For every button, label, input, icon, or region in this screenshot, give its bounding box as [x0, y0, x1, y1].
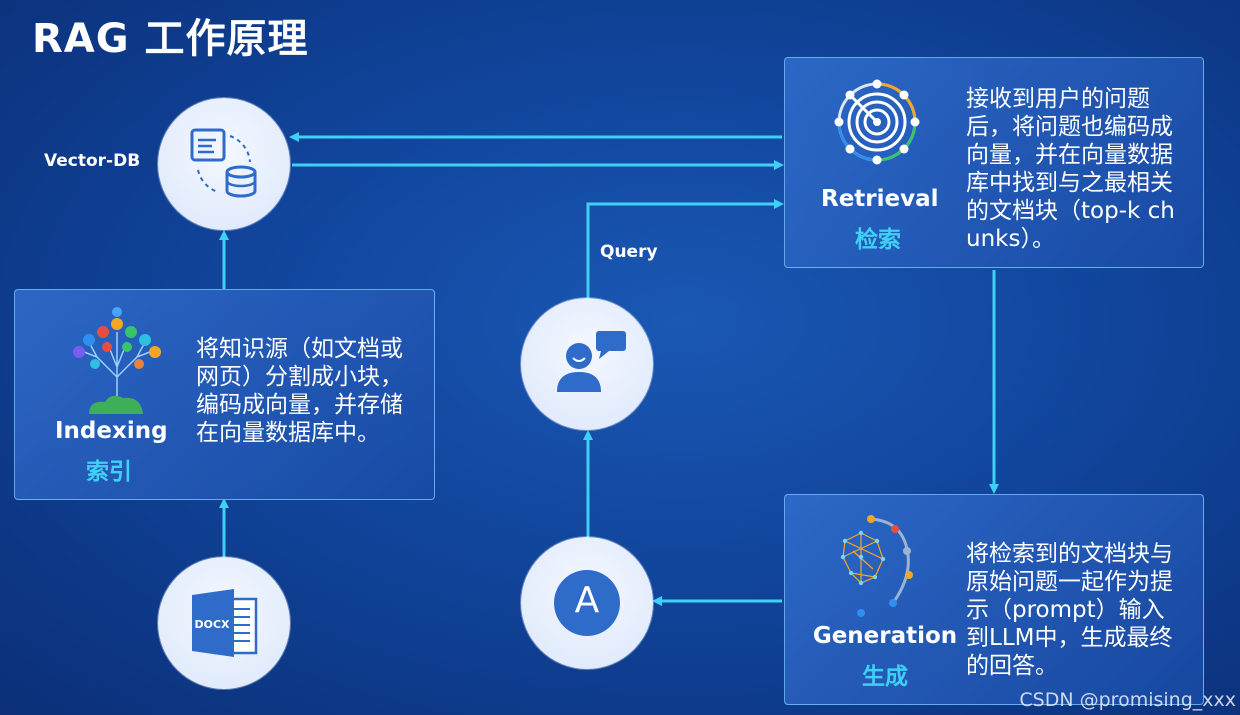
generation-title-zh: 生成 — [862, 664, 908, 690]
generation-panel: Generation 生成 将检索到的文档块与原始问题一起作为提示（prompt… — [784, 494, 1204, 705]
watermark: CSDN @promising_xxx — [1019, 689, 1236, 711]
vector-db-node — [158, 98, 290, 230]
indexing-description: 将知识源（如文档或网页）分割成小块，编码成向量，并存储在向量数据库中。 — [196, 336, 403, 446]
answer-icon — [554, 570, 620, 636]
arrow-query-to-retrieval — [586, 199, 784, 298]
page-title: RAG 工作原理 — [32, 16, 309, 62]
generation-description: 将检索到的文档块与原始问题一起作为提示（prompt）输入到LLM中，生成最终的… — [966, 541, 1173, 679]
docx-file-icon — [192, 589, 258, 657]
retrieval-title-zh: 检索 — [855, 227, 901, 253]
docx-icon-text: DOCX — [194, 618, 230, 631]
document-node: DOCX — [158, 557, 290, 689]
user-chat-icon — [557, 331, 626, 392]
user-node — [521, 298, 653, 430]
indexing-panel: Indexing 索引 将知识源（如文档或网页）分割成小块，编码成向量，并存储在… — [14, 289, 435, 500]
retrieval-title-en: Retrieval — [821, 186, 939, 212]
database-icon — [190, 128, 257, 198]
query-label: Query — [600, 242, 658, 262]
retrieval-panel: Retrieval 检索 接收到用户的问题后，将问题也编码成向量，并在向量数据库… — [784, 57, 1204, 268]
ai-brain-icon — [840, 515, 913, 617]
target-icon — [834, 79, 920, 165]
knowledge-tree-icon — [73, 307, 161, 414]
retrieval-description: 接收到用户的问题后，将问题也编码成向量，并在向量数据库中找到与之最相关的文档块（… — [966, 86, 1175, 252]
answer-icon-text: A — [574, 580, 600, 621]
answer-node: A — [521, 537, 653, 669]
vector-db-label: Vector-DB — [44, 151, 141, 171]
indexing-title-en: Indexing — [55, 418, 168, 444]
indexing-title-zh: 索引 — [86, 459, 132, 485]
generation-title-en: Generation — [812, 623, 958, 649]
